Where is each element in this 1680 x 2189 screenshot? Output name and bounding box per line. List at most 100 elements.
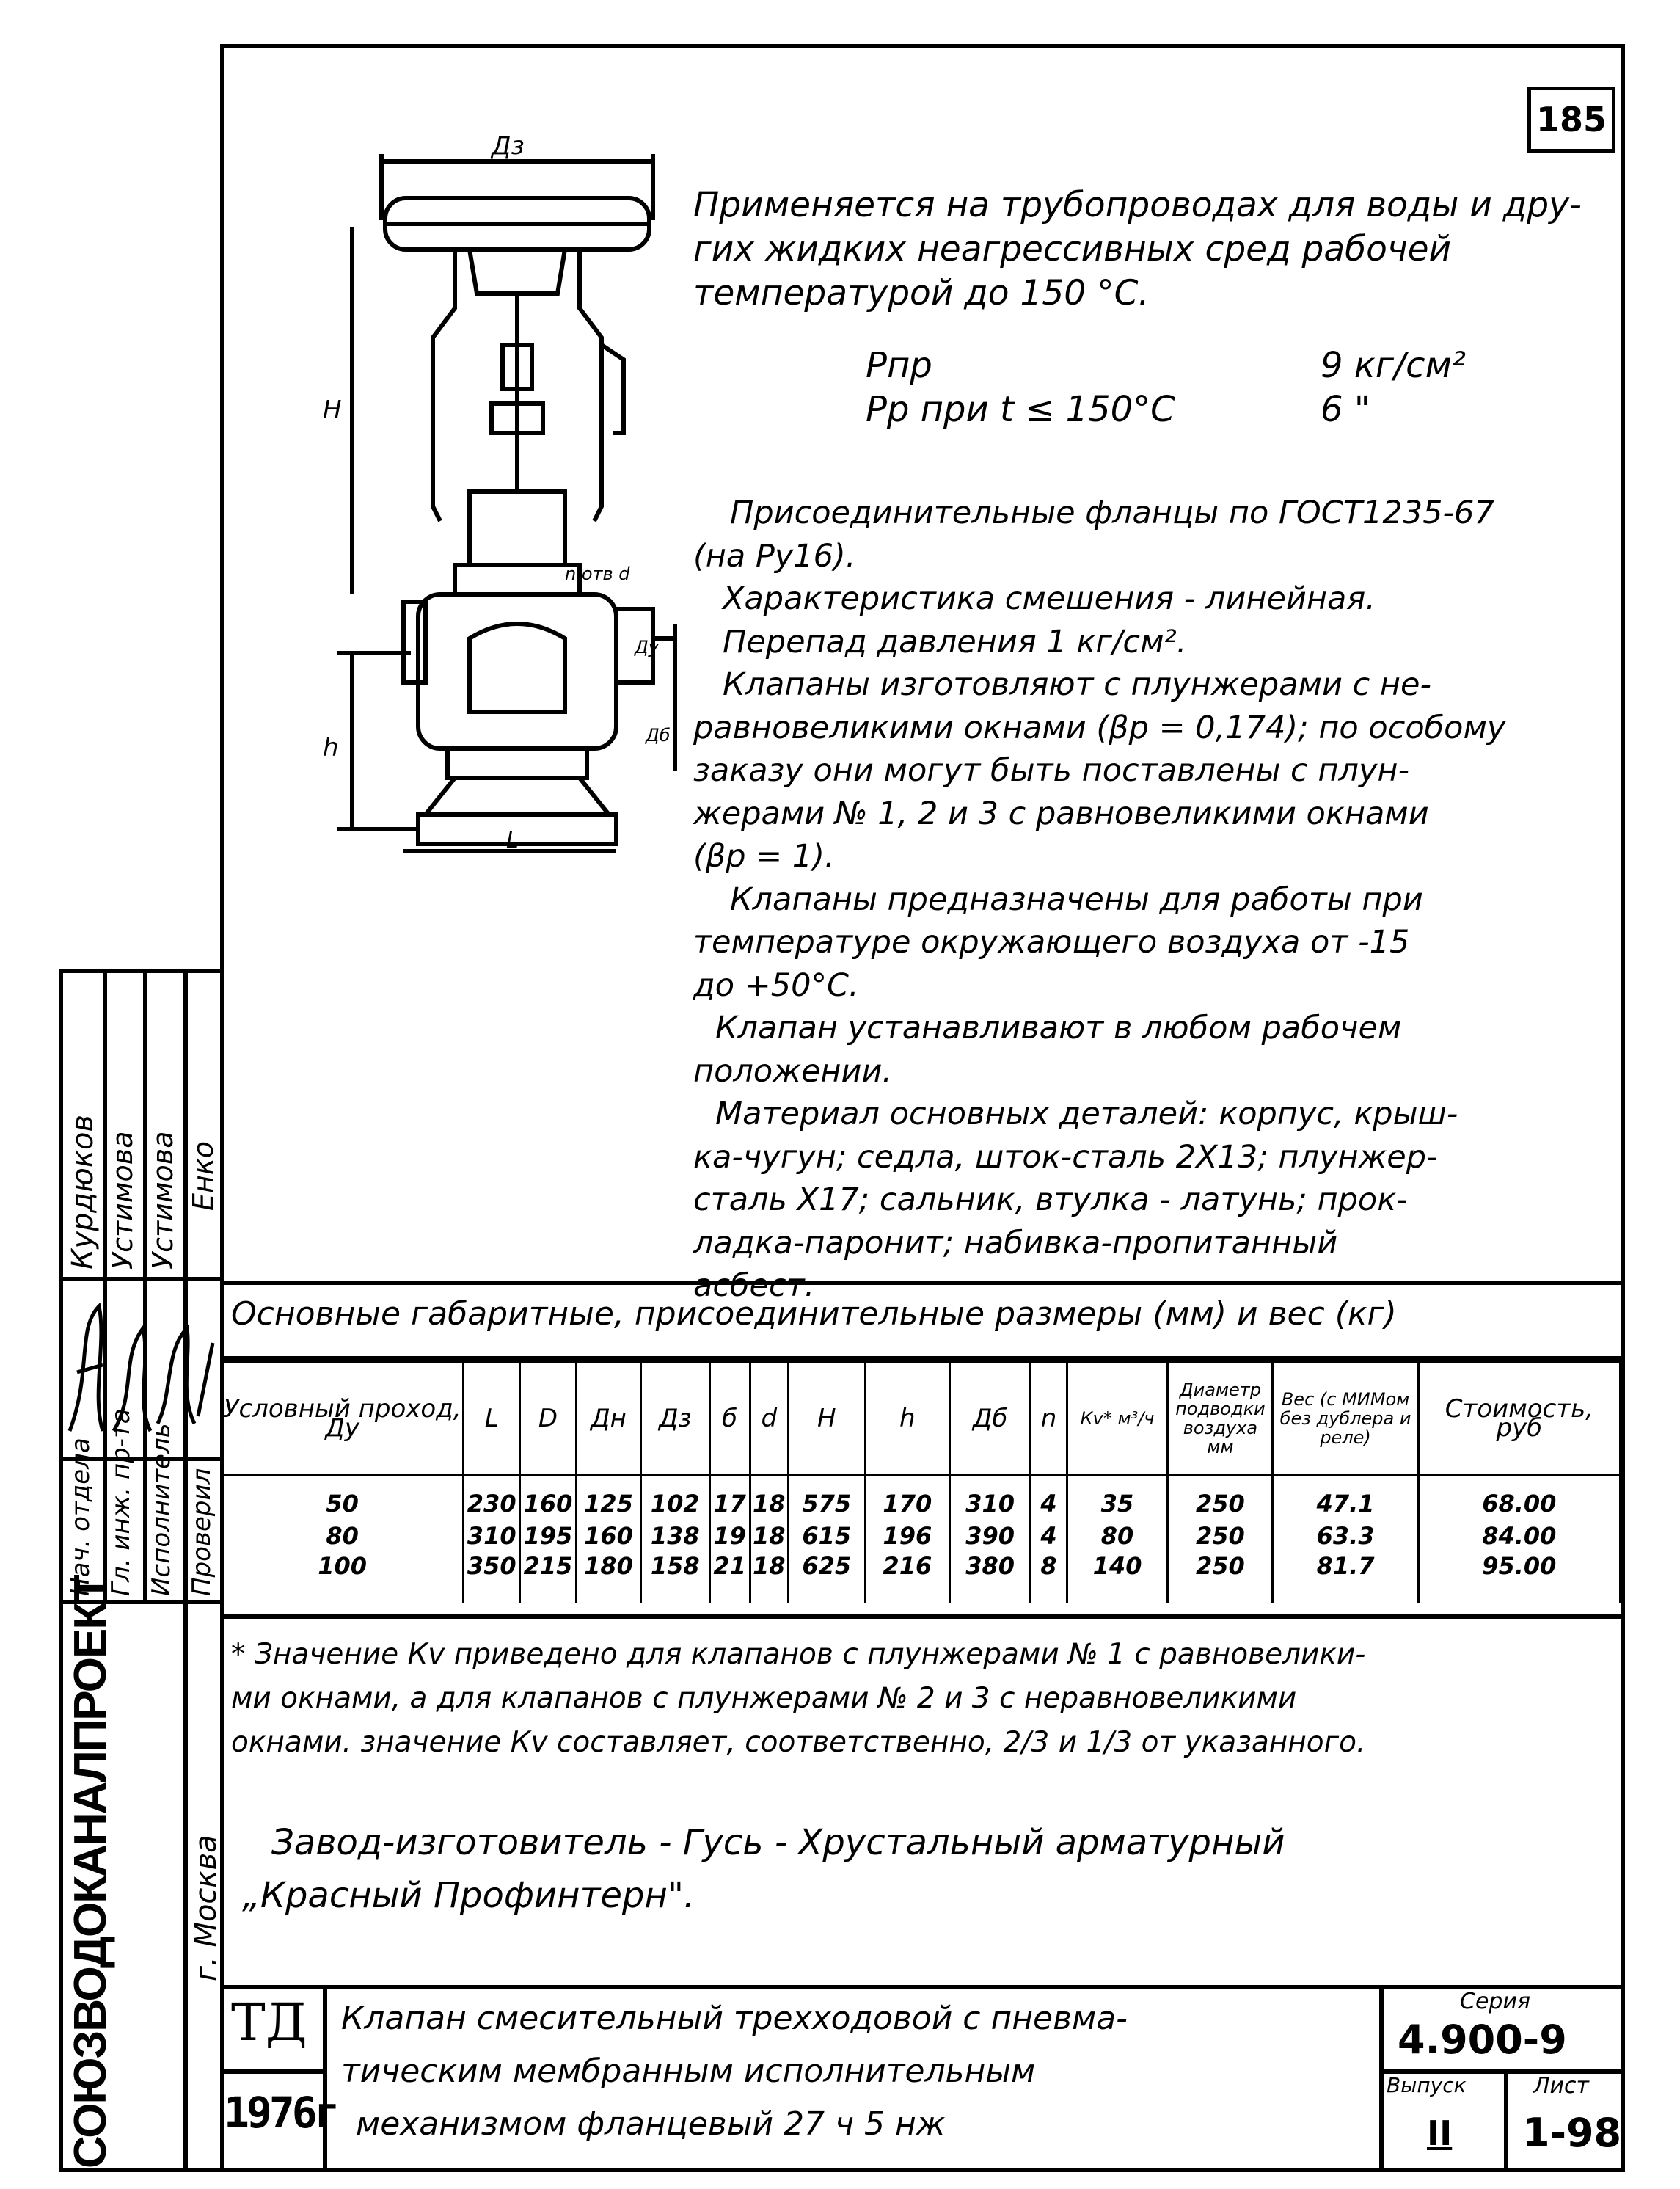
description-line: Клапан устанавливают в любом рабочем (715, 1010, 1402, 1046)
table-cell: 80 (1065, 1520, 1169, 1552)
issue-value: II (1427, 2113, 1453, 2153)
table-cell: 615 (786, 1520, 866, 1552)
series-block-divider (1379, 1985, 1384, 2172)
table-cell: 50 (219, 1474, 465, 1520)
footnote-line: * Значение Кv приведено для клапанов с п… (231, 1638, 1366, 1671)
table-cell: 8 (1029, 1552, 1068, 1603)
dim-label-d6: Дб (645, 725, 671, 746)
sheet-label: Лист (1533, 2073, 1590, 2099)
table-cell: 625 (786, 1552, 866, 1603)
description-line: заказу они могут быть поставлены с плун- (693, 752, 1410, 789)
table-cell: 18 (748, 1552, 789, 1603)
manufacturer-line: Завод-изготовитель - Гусь - Хрустальный … (271, 1822, 1285, 1863)
pp-label: Рр при t ≤ 150°C (866, 389, 1175, 430)
sheet-number: 185 (1527, 87, 1615, 153)
table-bottom-rule (220, 1614, 1625, 1619)
description-text: Присоединительные фланцы по ГОСТ1235-67 … (693, 492, 1621, 1308)
description-line: положении. (693, 1052, 893, 1090)
table-cell: 84.00 (1417, 1520, 1622, 1552)
table-cell: 195 (519, 1520, 577, 1552)
table-cell: 100 (219, 1552, 465, 1603)
intro-line: Применяется на трубопроводах для воды и … (693, 185, 1582, 225)
description-line: Клапаны изготовляют с плунжерами с не- (723, 666, 1431, 703)
col-header: h (863, 1361, 952, 1476)
col-header: Кv* м³/ч (1065, 1361, 1169, 1476)
col-header: d (748, 1361, 789, 1476)
table-cell: 158 (640, 1552, 711, 1603)
table-row: 50 230 160 125 102 17 18 575 170 310 4 3… (219, 1474, 1622, 1520)
dim-label-l: L (506, 828, 519, 853)
table-cell: 4 (1029, 1520, 1068, 1552)
description-line: температуре окружающего воздуха от -15 (693, 924, 1410, 961)
stamp-signatures (67, 1302, 215, 1432)
description-line: Характеристика смешения - линейная. (723, 580, 1376, 617)
intro-line: температурой до 150 °C. (693, 273, 1150, 313)
footnote: * Значение Кv приведено для клапанов с п… (231, 1633, 1618, 1765)
stamp-name: Енко (187, 1140, 219, 1211)
description-line: ладка-паронит; набивка-пропитанный (693, 1224, 1338, 1261)
col-header: Дз (640, 1361, 711, 1476)
table-cell: 170 (863, 1474, 952, 1520)
stamp-name: Устимова (106, 1131, 139, 1270)
dim-label-h-lower: h (323, 733, 339, 762)
description-line: Материал основных деталей: корпус, крыш- (715, 1096, 1458, 1132)
table-cell: 21 (708, 1552, 751, 1603)
col-header: б (708, 1361, 751, 1476)
table-cell: 138 (640, 1520, 711, 1552)
ppr-label: Рпр (866, 345, 932, 386)
title-block-top-rule (220, 1985, 1625, 1989)
series-label: Серия (1460, 1989, 1530, 2014)
col-header: Дн (574, 1361, 643, 1476)
col-header: Диаметр подводки воздуха мм (1166, 1361, 1274, 1476)
description-line: (βр = 1). (693, 838, 835, 875)
product-name-line: тическим мембранным исполнительным (341, 2053, 1036, 2090)
col-header: Дб (949, 1361, 1032, 1476)
description-line: (на Ру16). (693, 537, 856, 575)
title-block-mid-rule (220, 2069, 323, 2074)
table-cell: 350 (462, 1552, 522, 1603)
col-header: Стоимость, руб (1417, 1361, 1622, 1476)
table-title-rule (220, 1356, 1625, 1361)
issue-label: Выпуск (1387, 2073, 1467, 2097)
stamp-role: Нач. отдела (66, 1438, 95, 1596)
description-line: Клапаны предназначены для работы при (730, 881, 1423, 918)
description-line: сталь Х17; сальник, втулка - латунь; про… (693, 1181, 1408, 1218)
table-cell: 250 (1166, 1520, 1274, 1552)
col-header: n (1029, 1361, 1068, 1476)
table-cell: 250 (1166, 1474, 1274, 1520)
stamp-row-rule-3 (59, 1600, 224, 1604)
manufacturer: Завод-изготовитель - Гусь - Хрустальный … (242, 1816, 1614, 1922)
table-cell: 47.1 (1271, 1474, 1420, 1520)
footnote-line: окнами. значение Кv составляет, соответс… (231, 1726, 1366, 1759)
issue-sheet-divider (1504, 2069, 1508, 2172)
table-cell: 102 (640, 1474, 711, 1520)
table-title: Основные габаритные, присоединительные р… (231, 1295, 1397, 1333)
table-cell: 125 (574, 1474, 643, 1520)
table-cell: 196 (863, 1520, 952, 1552)
table-cell: 140 (1065, 1552, 1169, 1603)
table-cell: 17 (708, 1474, 751, 1520)
table-cell: 35 (1065, 1474, 1169, 1520)
intro-line: гих жидких неагрессивных сред рабочей (693, 229, 1452, 269)
product-name: Клапан смесительный трехходовой с пневма… (341, 1992, 1368, 2151)
table-cell: 216 (863, 1552, 952, 1603)
stamp-col-divider-2 (143, 969, 147, 1600)
table-cell: 19 (708, 1520, 751, 1552)
table-cell: 18 (748, 1520, 789, 1552)
table-cell: 310 (462, 1520, 522, 1552)
table-top-rule (220, 1281, 1625, 1285)
stamp-name: Устимова (147, 1131, 179, 1270)
col-header: Условный проход, Ду (219, 1361, 465, 1476)
valve-drawing: Дз H h L n отв d Ду Дб (323, 131, 677, 853)
manufacturer-line: „Красный Профинтерн". (242, 1875, 695, 1916)
series-value: 4.900-9 (1398, 2017, 1567, 2063)
description-line: до +50°C. (693, 966, 859, 1004)
organization-name: СОЮЗВОДОКАНАЛПРОЕКТ (65, 1576, 116, 2168)
col-header: H (786, 1361, 866, 1476)
footnote-line: ми окнами, а для клапанов с плунжерами №… (231, 1682, 1297, 1715)
ppr-value: 9 кг/см² (1321, 345, 1467, 386)
organization-city: г. Москва (189, 1835, 223, 1981)
stamp-row-rule-2 (59, 1457, 224, 1461)
specs-table: Условный проход, Ду L D Дн Дз б d H h Дб… (219, 1361, 1622, 1603)
table-cell: 310 (949, 1474, 1032, 1520)
